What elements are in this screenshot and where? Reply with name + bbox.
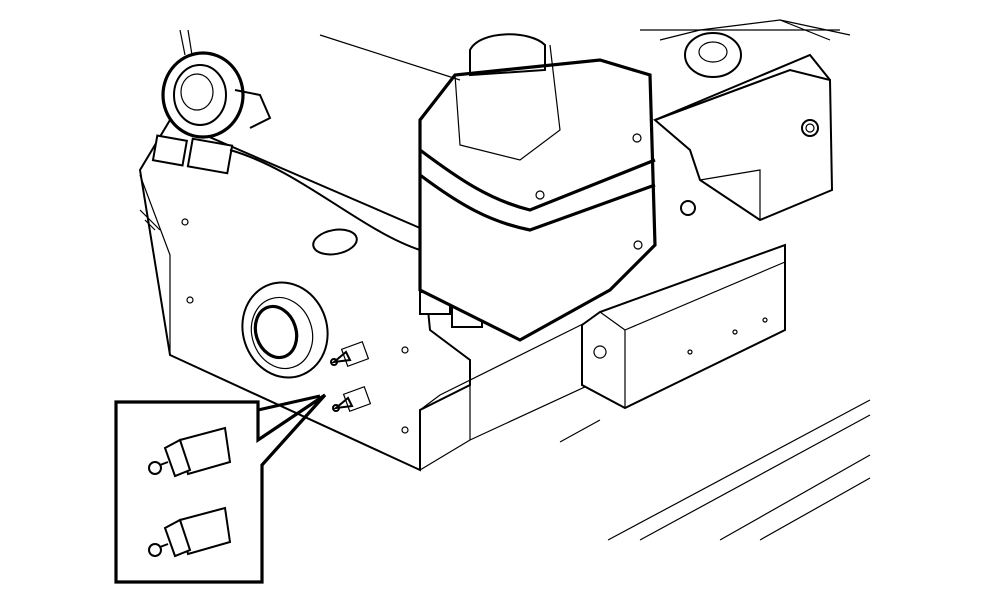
cable-grommet	[312, 228, 358, 256]
tank-strap	[419, 148, 656, 232]
grease-fitting-detail-lower	[148, 506, 232, 558]
bracket	[653, 19, 851, 222]
detail-callout	[114, 393, 327, 584]
background-plate	[319, 29, 840, 81]
cable-wire	[229, 149, 421, 251]
cover-housing	[418, 33, 657, 342]
grease-fitting-lower	[332, 386, 372, 412]
cap-knob	[684, 32, 742, 78]
fuel-cap	[161, 29, 272, 139]
grease-fitting-detail-upper	[148, 426, 232, 478]
base-plate	[138, 118, 601, 472]
sight-gauge	[241, 281, 329, 379]
cable-clip	[151, 134, 483, 328]
mounting-bolt	[680, 119, 819, 216]
side-block	[581, 243, 786, 410]
grease-fitting-upper	[330, 341, 370, 367]
floor-lines	[559, 399, 871, 541]
